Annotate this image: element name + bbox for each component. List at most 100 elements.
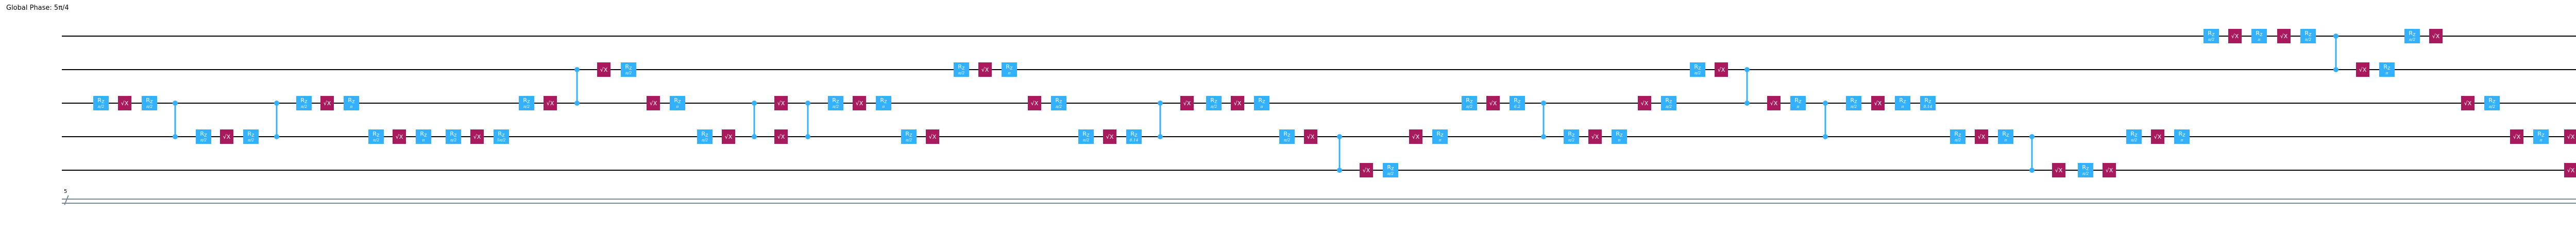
- cz-control-dot[interactable]: [2333, 67, 2338, 72]
- gate-sqrt-x[interactable]: √X: [853, 96, 866, 110]
- gate-sqrt-x[interactable]: √X: [2429, 29, 2443, 43]
- cz-connector[interactable]: [1543, 103, 1545, 137]
- gate-sqrt-x[interactable]: √X: [1767, 96, 1781, 110]
- gate-sqrt-x[interactable]: √X: [1028, 96, 1041, 110]
- cz-control-dot[interactable]: [805, 134, 810, 139]
- gate-sqrt-x[interactable]: √X: [1409, 129, 1422, 144]
- cz-control-dot[interactable]: [1541, 134, 1546, 139]
- cz-control-dot[interactable]: [1158, 134, 1163, 139]
- cz-connector[interactable]: [1746, 70, 1748, 103]
- cz-control-dot[interactable]: [752, 134, 757, 139]
- gate-sqrt-x[interactable]: √X: [2564, 163, 2576, 177]
- gate-sqrt-x[interactable]: √X: [774, 129, 788, 144]
- gate-sqrt-x[interactable]: √X: [2461, 96, 2475, 110]
- gate-sqrt-x[interactable]: √X: [2103, 163, 2116, 177]
- gate-sqrt-x[interactable]: √X: [470, 129, 484, 144]
- gate-sqrt-x[interactable]: √X: [1103, 129, 1116, 144]
- cz-control-dot[interactable]: [2029, 168, 2035, 173]
- cz-control-dot[interactable]: [173, 101, 178, 106]
- cz-connector[interactable]: [174, 103, 176, 137]
- cz-control-dot[interactable]: [173, 134, 178, 139]
- gate-sqrt-x[interactable]: √X: [722, 129, 735, 144]
- gate-sqrt-x[interactable]: √X: [2356, 62, 2369, 77]
- cz-control-dot[interactable]: [1823, 101, 1828, 106]
- cz-connector[interactable]: [807, 103, 809, 137]
- gate-sqrt-x[interactable]: √X: [2564, 129, 2576, 144]
- gate-sqrt-x[interactable]: √X: [1360, 163, 1373, 177]
- gate-sqrt-x[interactable]: √X: [2052, 163, 2065, 177]
- gate-sqrt-x[interactable]: √X: [320, 96, 334, 110]
- cz-connector[interactable]: [576, 70, 578, 103]
- gate-sqrt-x[interactable]: √X: [2228, 29, 2242, 43]
- cz-control-dot[interactable]: [574, 101, 580, 106]
- cz-control-dot[interactable]: [1337, 134, 1342, 139]
- cz-control-dot[interactable]: [2333, 34, 2338, 39]
- cz-control-dot[interactable]: [1541, 101, 1546, 106]
- gate-sqrt-x[interactable]: √X: [2510, 129, 2523, 144]
- gate-sqrt-x[interactable]: √X: [2151, 129, 2164, 144]
- gate-sqrt-x[interactable]: √X: [544, 96, 557, 110]
- gate-sqrt-x[interactable]: √X: [118, 96, 131, 110]
- gate-sqrt-x[interactable]: √X: [647, 96, 660, 110]
- gate-sqrt-x[interactable]: √X: [220, 129, 233, 144]
- gate-sqrt-x[interactable]: √X: [926, 129, 939, 144]
- cz-control-dot[interactable]: [274, 134, 279, 139]
- gate-sqrt-x[interactable]: √X: [1975, 129, 1988, 144]
- cz-connector[interactable]: [276, 103, 278, 137]
- cz-connector[interactable]: [753, 103, 755, 137]
- gate-sqrt-x[interactable]: √X: [597, 62, 611, 77]
- cz-control-dot[interactable]: [574, 67, 580, 72]
- gate-sqrt-x[interactable]: √X: [978, 62, 992, 77]
- gate-sqrt-x[interactable]: √X: [1304, 129, 1317, 144]
- gate-sqrt-x[interactable]: √X: [393, 129, 406, 144]
- cz-control-dot[interactable]: [752, 101, 757, 106]
- gate-sqrt-x[interactable]: √X: [1180, 96, 1194, 110]
- gate-sqrt-x[interactable]: √X: [1588, 129, 1602, 144]
- cz-control-dot[interactable]: [1337, 168, 1342, 173]
- gate-sqrt-x[interactable]: √X: [1638, 96, 1651, 110]
- cz-connector[interactable]: [1338, 137, 1341, 170]
- gate-sqrt-x[interactable]: √X: [774, 96, 788, 110]
- cz-control-dot[interactable]: [805, 101, 810, 106]
- cz-control-dot[interactable]: [1744, 101, 1750, 106]
- gate-sqrt-x[interactable]: √X: [1715, 62, 1728, 77]
- cz-control-dot[interactable]: [1823, 134, 1828, 139]
